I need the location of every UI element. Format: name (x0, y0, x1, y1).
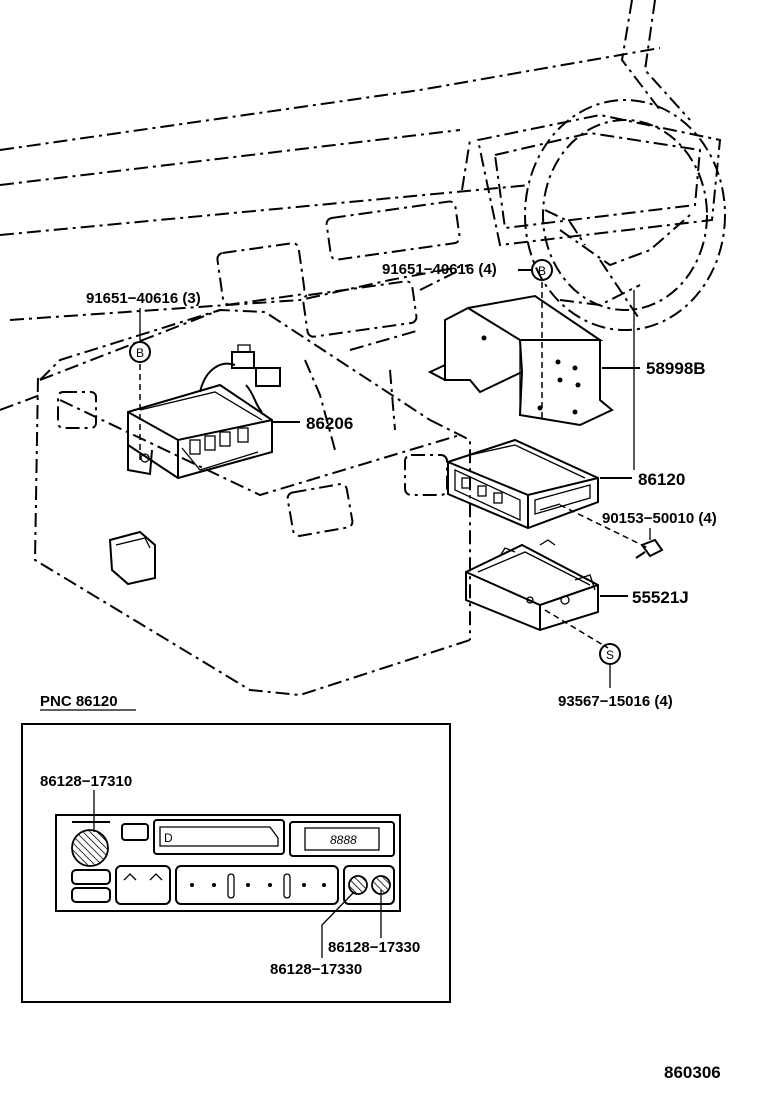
head-unit-faceplate: D 8888 (55, 814, 401, 912)
cassette-slot (153, 819, 285, 855)
callout-b-left (129, 341, 151, 363)
radio-86206 (127, 344, 281, 480)
callout-b-right (531, 259, 553, 281)
callout-s-letter: S (606, 648, 614, 662)
label-55521j: 55521J (632, 588, 689, 607)
case-55521j (465, 539, 599, 632)
receiver-86120 (447, 438, 599, 530)
display-frame (289, 821, 395, 857)
phantom-nut (544, 609, 609, 649)
steering-wheel (461, 99, 726, 331)
label-58998b: 58998B (646, 359, 706, 378)
tune-buttons[interactable] (115, 865, 171, 905)
inset-frame (21, 723, 451, 1003)
phantom-screw (559, 504, 649, 549)
leader-knob-left (321, 891, 355, 958)
screw-90153 (635, 538, 664, 559)
cassette-slot-letter: D (164, 831, 173, 845)
callout-b-left-letter: B (136, 346, 144, 360)
label-86206: 86206 (306, 414, 353, 433)
callout-b-right-letter: B (538, 264, 546, 278)
label-knob-right: 86128−17330 (328, 939, 420, 956)
preset-buttons[interactable] (175, 865, 339, 905)
eject-button[interactable] (121, 823, 149, 841)
figure-id: 860306 (664, 1063, 721, 1082)
label-knob-main: 86128−17310 (40, 773, 132, 790)
band-button[interactable] (71, 869, 111, 885)
knob-left-small[interactable] (348, 875, 368, 895)
label-nut: 93567−15016 (4) (558, 693, 673, 710)
label-bolt-b-left: 91651−40616 (3) (86, 290, 201, 307)
display-readout: 8888 (330, 833, 357, 847)
pnc-label: PNC 86120 (40, 693, 118, 710)
bracket-58998b (427, 294, 614, 427)
label-screw: 90153−50010 (4) (602, 510, 717, 527)
label-bolt-b-right: 91651−40616 (4) (382, 261, 497, 278)
label-knob-left: 86128−17330 (270, 961, 362, 978)
mode-button[interactable] (71, 887, 111, 903)
main-knob[interactable] (71, 829, 109, 867)
dashboard-outline (0, 0, 691, 697)
label-86120: 86120 (638, 470, 685, 489)
